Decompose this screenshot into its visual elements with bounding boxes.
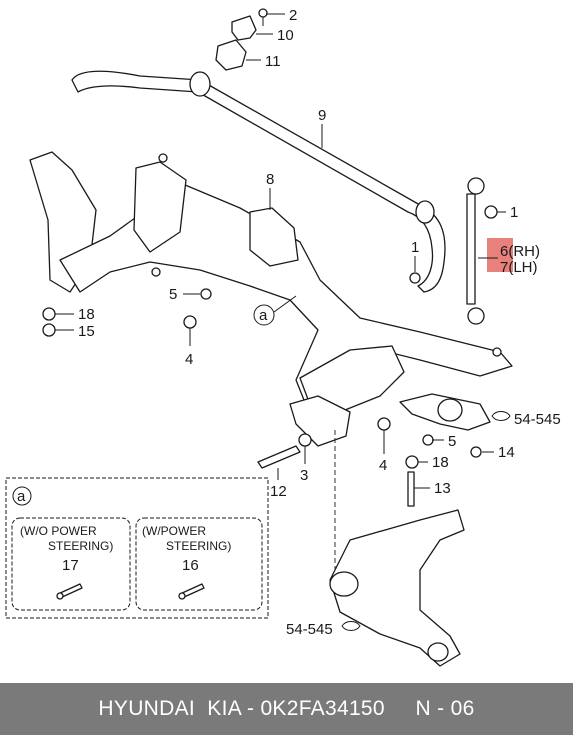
callout-4-left: 4 (185, 351, 193, 368)
callout-3: 3 (300, 467, 308, 484)
footer-bar: HYUNDAI KIA - 0K2FA34150 N - 06 (0, 683, 573, 735)
stabilizer-bar (71, 70, 446, 293)
callout-54-545-bottom: 54-545 (286, 621, 333, 638)
callout-5-right: 5 (448, 433, 456, 450)
leader-lines (55, 13, 506, 570)
callout-7-lh: 7(LH) (500, 259, 538, 276)
inset-left-line1: (W/O POWER (20, 524, 97, 538)
highlight-marker (487, 238, 513, 272)
callout-5-left: 5 (169, 286, 177, 303)
callout-18-right: 18 (432, 454, 449, 471)
callout-1-top: 1 (510, 204, 518, 221)
callout-labels: 2 10 11 9 8 1 1 6(RH) 7(LH) 5 18 15 4 a … (78, 7, 561, 638)
suspension-diagram: 2 10 11 9 8 1 1 6(RH) 7(LH) 5 18 15 4 a … (5, 7, 561, 667)
bushing-assembly (215, 8, 268, 71)
inset-left-panel (11, 517, 131, 611)
inset-marker: a (17, 488, 26, 505)
callout-a-circle (253, 304, 275, 326)
inset-left-line2: STEERING) (48, 539, 113, 553)
callout-4-right: 4 (379, 457, 387, 474)
inset-right-line1: (W/POWER (142, 524, 206, 538)
callout-6-rh: 6(RH) (500, 243, 540, 260)
callout-10: 10 (277, 27, 294, 44)
lower-control-arm (329, 509, 465, 667)
inset-left-part: 17 (62, 557, 79, 574)
callout-2: 2 (289, 7, 297, 24)
callout-15: 15 (78, 323, 95, 340)
stabilizer-link (466, 177, 513, 325)
callout-13: 13 (434, 480, 451, 497)
callout-1-mid: 1 (411, 239, 419, 256)
bracket-54-545 (399, 393, 511, 431)
inset-right-line2: STEERING) (166, 539, 231, 553)
inset-right-part: 16 (182, 557, 199, 574)
inset-box: a (W/O POWER STEERING) 17 (W/POWER STEER… (5, 477, 269, 619)
callout-12: 12 (270, 483, 287, 500)
footer-part-number: HYUNDAI KIA - 0K2FA34150 N - 06 (98, 697, 475, 720)
callout-18-left: 18 (78, 306, 95, 323)
callout-8: 8 (266, 171, 274, 188)
inset-right-panel (135, 517, 263, 611)
callout-9: 9 (318, 107, 326, 124)
fasteners (42, 205, 498, 507)
callout-54-545-right: 54-545 (514, 411, 561, 428)
callout-a: a (259, 307, 268, 324)
callout-11: 11 (265, 53, 281, 70)
callout-14: 14 (498, 444, 515, 461)
